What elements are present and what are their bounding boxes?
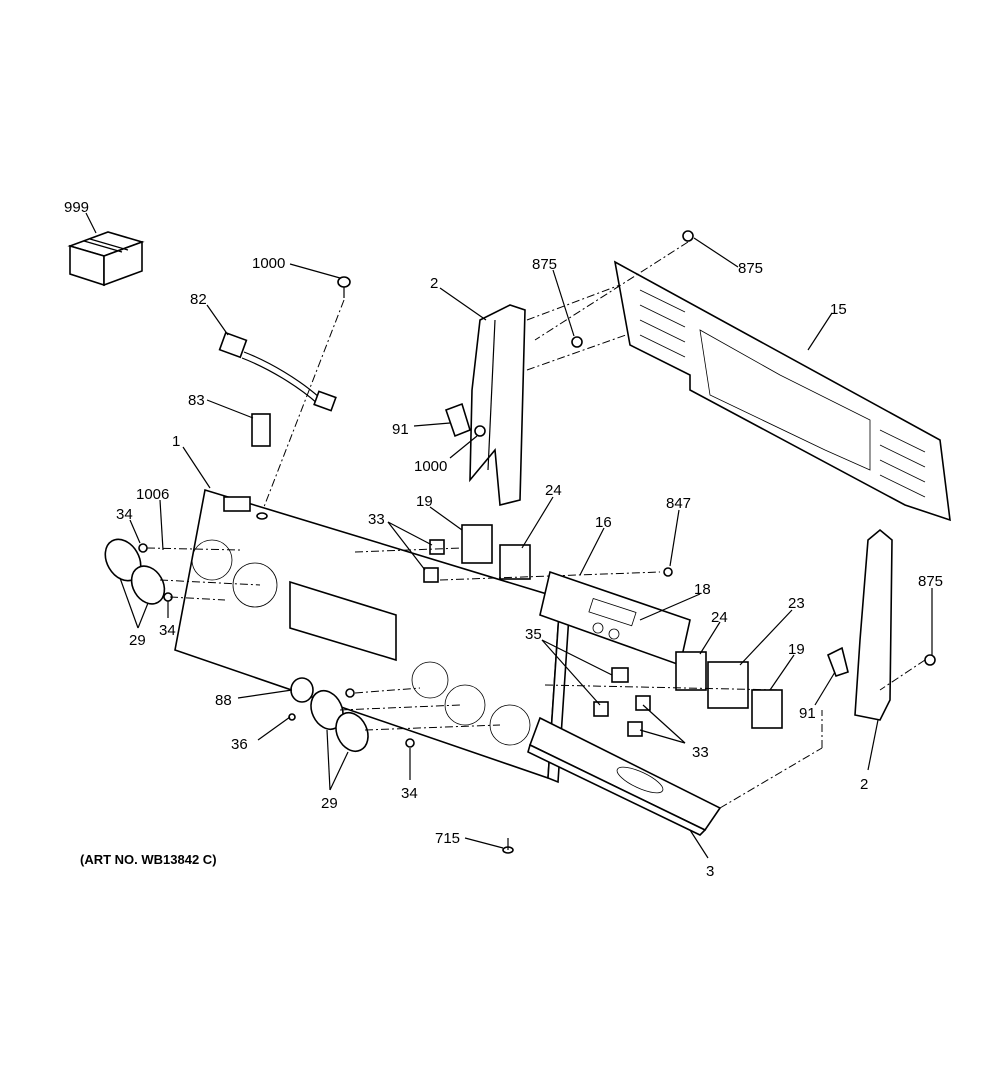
end-bracket-2-right	[826, 528, 893, 721]
part-83	[251, 413, 271, 447]
callout-2: 2	[860, 776, 868, 793]
callout-91: 91	[392, 421, 409, 438]
callout-19: 19	[416, 493, 433, 510]
callout-875: 875	[918, 573, 943, 590]
leader-lines	[85, 212, 933, 859]
screw-715	[502, 838, 514, 854]
callout-34: 34	[401, 785, 418, 802]
callout-34: 34	[159, 622, 176, 639]
callout-715: 715	[435, 830, 460, 847]
callout-24: 24	[711, 609, 728, 626]
backsplash-panel-1	[174, 488, 571, 784]
screw-875	[571, 336, 583, 348]
callout-labels: 999 1000 82 83 1 1006 34 29 34 2 875 875…	[64, 199, 943, 880]
callout-875: 875	[532, 256, 557, 273]
screw-875-top	[682, 230, 694, 242]
trim-strip-3	[527, 716, 722, 836]
callout-18: 18	[694, 581, 711, 598]
callout-847: 847	[666, 495, 691, 512]
callout-1006: 1006	[136, 486, 169, 503]
end-bracket-2-left	[444, 304, 526, 507]
wire-harness-82	[218, 331, 337, 412]
screw-1000	[337, 276, 351, 298]
switches-right	[544, 651, 783, 737]
callout-88: 88	[215, 692, 232, 709]
callout-3: 3	[706, 863, 714, 880]
knobs-29-left	[104, 538, 261, 605]
callout-29: 29	[321, 795, 338, 812]
rear-panel-15	[613, 260, 951, 522]
callout-2: 2	[430, 275, 438, 292]
callout-33: 33	[692, 744, 709, 761]
callout-23: 23	[788, 595, 805, 612]
callout-82: 82	[190, 291, 207, 308]
callout-36: 36	[231, 736, 248, 753]
callout-1: 1	[172, 433, 180, 450]
callout-875: 875	[738, 260, 763, 277]
callout-19: 19	[788, 641, 805, 658]
screw-875-right	[924, 654, 936, 666]
knobs-29-right	[288, 677, 501, 753]
callout-33: 33	[368, 511, 385, 528]
callout-1000: 1000	[414, 458, 447, 475]
art-number: (ART NO. WB13842 C)	[80, 852, 217, 867]
callout-24: 24	[545, 482, 562, 499]
callout-999: 999	[64, 199, 89, 216]
callout-83: 83	[188, 392, 205, 409]
callout-35: 35	[525, 626, 542, 643]
callout-16: 16	[595, 514, 612, 531]
callout-91: 91	[799, 705, 816, 722]
callout-15: 15	[830, 301, 847, 318]
callout-34: 34	[116, 506, 133, 523]
callout-1000: 1000	[252, 255, 285, 272]
screw-847	[663, 567, 673, 577]
parts-box-999	[67, 231, 145, 287]
callout-29: 29	[129, 632, 146, 649]
switches-left	[354, 524, 661, 583]
